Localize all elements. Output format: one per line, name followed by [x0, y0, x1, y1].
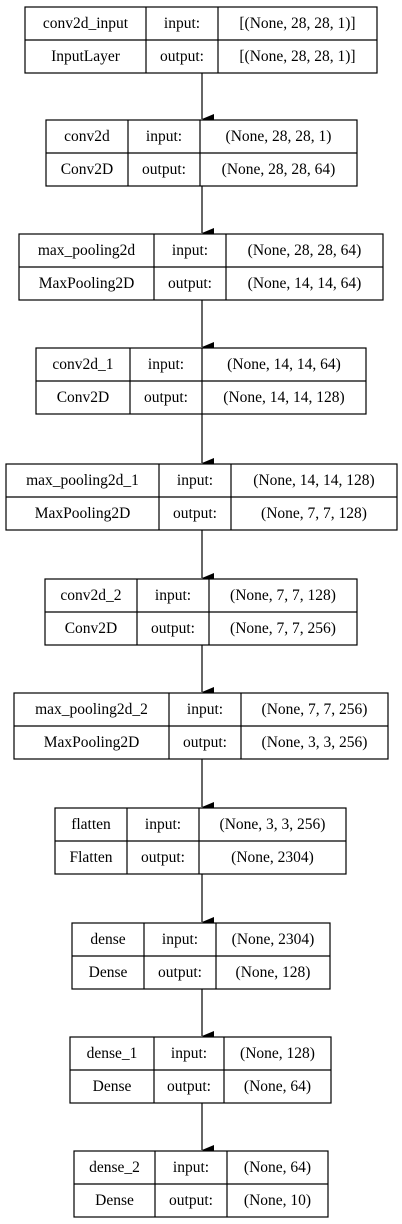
output-shape: (None, 7, 7, 128): [261, 505, 367, 522]
output-shape: (None, 2304): [231, 849, 314, 866]
layer-type: MaxPooling2D: [35, 505, 131, 522]
output-label: output:: [142, 161, 186, 178]
input-label: input:: [173, 1159, 209, 1176]
input-label: input:: [187, 701, 223, 718]
output-label: output:: [173, 505, 217, 522]
input-shape: (None, 28, 28, 64): [248, 242, 362, 259]
layer-name: conv2d_2: [60, 587, 121, 604]
layer-name: conv2d_input: [43, 15, 129, 32]
output-shape: (None, 64): [244, 1078, 311, 1095]
layer-type: MaxPooling2D: [39, 275, 135, 292]
output-label: output:: [183, 734, 227, 751]
input-shape: (None, 14, 14, 128): [253, 472, 374, 489]
output-shape: (None, 7, 7, 256): [230, 620, 336, 637]
layer-type: Dense: [93, 1078, 132, 1095]
output-label: output:: [144, 389, 188, 406]
input-shape: (None, 14, 14, 64): [227, 356, 341, 373]
input-shape: (None, 28, 28, 1): [226, 128, 332, 145]
output-shape: [(None, 28, 28, 1)]: [239, 48, 355, 65]
layer-type: InputLayer: [51, 48, 121, 65]
layer-type: Conv2D: [61, 161, 114, 178]
layer-type: Conv2D: [65, 620, 118, 637]
input-label: input:: [162, 931, 198, 948]
output-shape: (None, 10): [244, 1192, 311, 1209]
output-label: output:: [160, 48, 204, 65]
input-label: input:: [177, 472, 213, 489]
layer-name: conv2d: [64, 128, 110, 145]
input-shape: (None, 64): [244, 1159, 311, 1176]
input-shape: (None, 7, 7, 128): [230, 587, 336, 604]
layer-name: dense: [90, 931, 125, 948]
layer-type: Conv2D: [57, 389, 110, 406]
input-label: input:: [155, 587, 191, 604]
input-label: input:: [171, 1045, 207, 1062]
input-label: input:: [146, 128, 182, 145]
layer-name: dense_2: [89, 1159, 140, 1176]
output-shape: (None, 128): [236, 964, 311, 981]
layer-type: Dense: [95, 1192, 134, 1209]
output-label: output:: [158, 964, 202, 981]
layer-name: max_pooling2d_1: [26, 472, 139, 489]
layer-type: Dense: [89, 964, 128, 981]
layer-name: flatten: [71, 816, 111, 833]
output-label: output:: [141, 849, 185, 866]
input-label: input:: [172, 242, 208, 259]
input-shape: (None, 2304): [232, 931, 315, 948]
output-label: output:: [169, 1192, 213, 1209]
input-shape: (None, 7, 7, 256): [262, 701, 368, 718]
output-shape: (None, 14, 14, 128): [223, 389, 344, 406]
output-label: output:: [151, 620, 195, 637]
input-shape: (None, 128): [240, 1045, 315, 1062]
input-label: input:: [145, 816, 181, 833]
output-label: output:: [167, 1078, 211, 1095]
output-label: output:: [168, 275, 212, 292]
layer-name: max_pooling2d: [38, 242, 136, 259]
output-shape: (None, 14, 14, 64): [248, 275, 362, 292]
input-label: input:: [148, 356, 184, 373]
input-shape: (None, 3, 3, 256): [220, 816, 326, 833]
input-shape: [(None, 28, 28, 1)]: [239, 15, 355, 32]
layer-name: conv2d_1: [52, 356, 113, 373]
layer-type: Flatten: [69, 849, 112, 866]
output-shape: (None, 3, 3, 256): [262, 734, 368, 751]
input-label: input:: [164, 15, 200, 32]
output-shape: (None, 28, 28, 64): [222, 161, 336, 178]
layer-type: MaxPooling2D: [44, 734, 140, 751]
layer-name: dense_1: [87, 1045, 138, 1062]
layer-name: max_pooling2d_2: [35, 701, 148, 718]
